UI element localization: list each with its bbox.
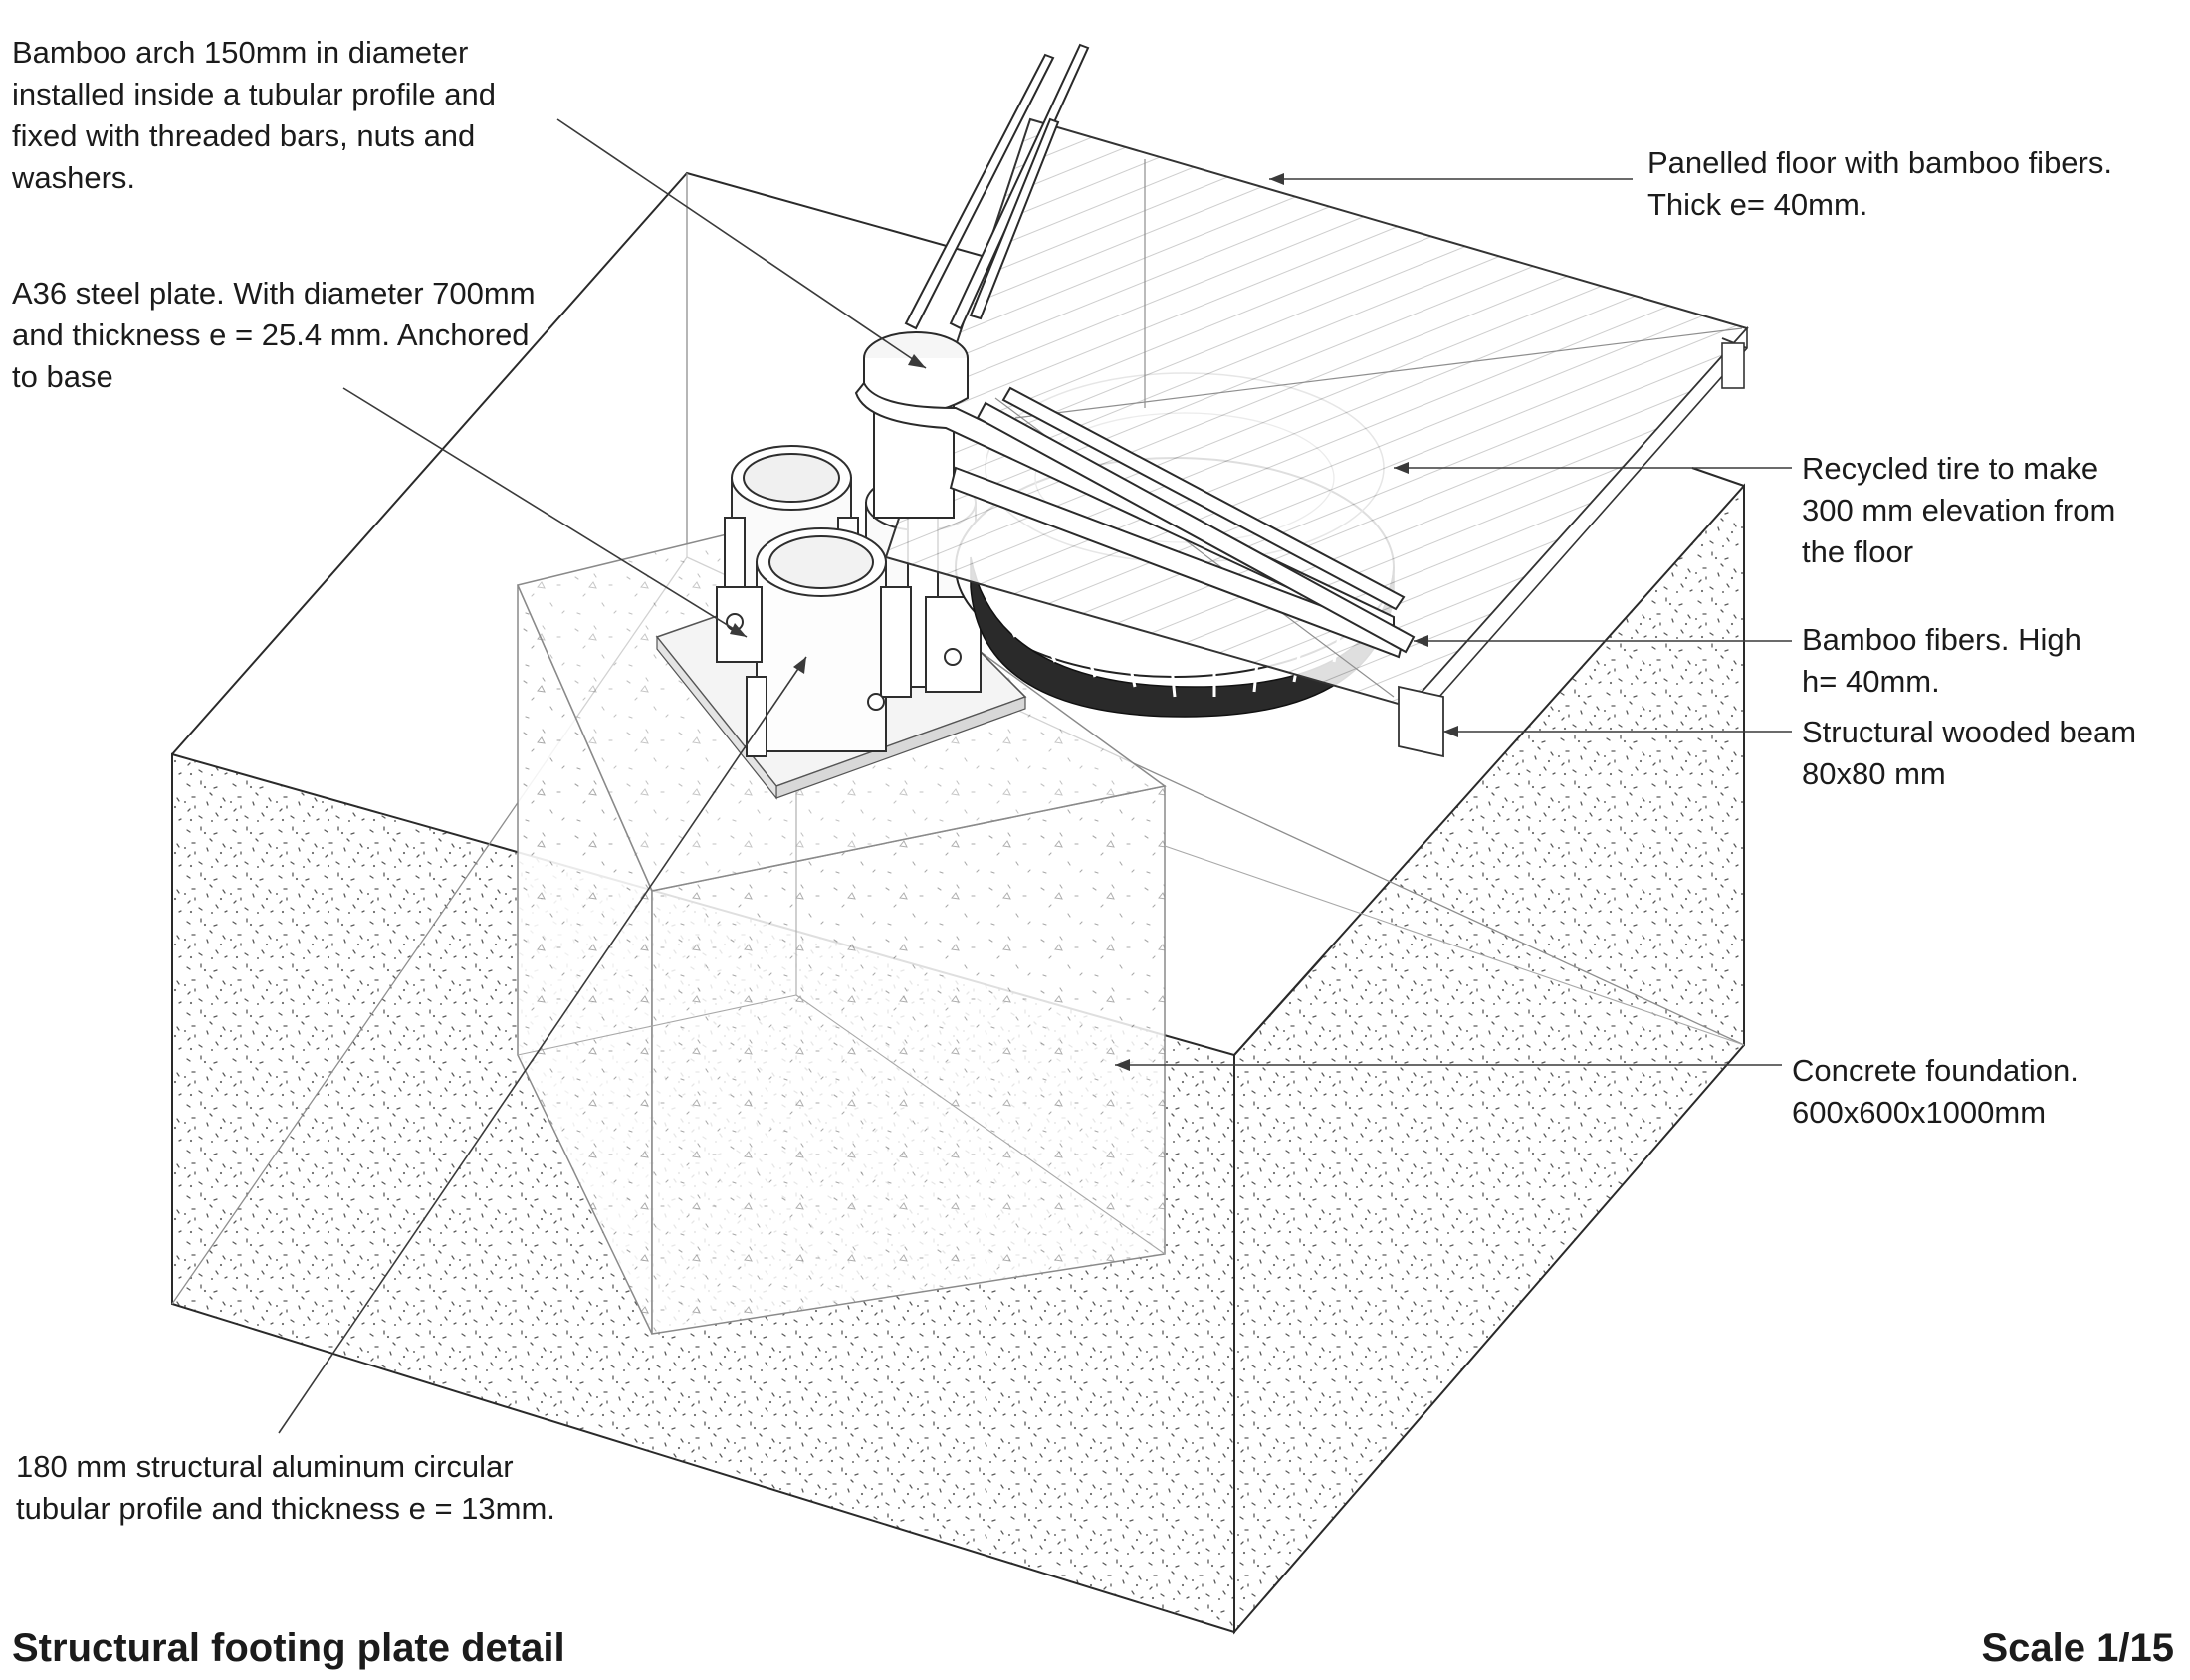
label-aluminum-profile: 180 mm structural aluminum circular tubu… — [16, 1449, 555, 1526]
label-bamboo-arch: Bamboo arch 150mm in diameter installed … — [12, 35, 496, 195]
label-recycled-tire: Recycled tire to make 300 mm elevation f… — [1802, 451, 2116, 569]
leader-aluminum-profile — [278, 656, 807, 1434]
leader-bamboo-arch — [556, 118, 927, 369]
bamboo-fibers — [949, 386, 1416, 659]
wooden-beam — [1398, 685, 1444, 758]
aluminum-tubular-profiles — [716, 445, 982, 757]
panelled-floor — [884, 117, 1749, 758]
label-concrete-foundation: Concrete foundation. 600x600x1000mm — [1792, 1053, 2079, 1130]
label-panelled-floor: Panelled floor with bamboo fibers. Thick… — [1647, 145, 2112, 222]
drawing-title: Structural footing plate detail — [12, 1626, 565, 1670]
label-bamboo-fibers: Bamboo fibers. High h= 40mm. — [1802, 622, 2081, 699]
leader-steel-plate — [342, 387, 748, 638]
label-steel-plate: A36 steel plate. With diameter 700mm and… — [12, 276, 536, 394]
leader-lines — [278, 118, 1792, 1434]
drawing-scale: Scale 1/15 — [1981, 1626, 2175, 1670]
leader-arrowheads — [730, 173, 1458, 1071]
bamboo-arch — [854, 43, 1416, 659]
label-wooden-beam: Structural wooded beam 80x80 mm — [1802, 715, 2137, 791]
tube-front — [716, 527, 912, 757]
